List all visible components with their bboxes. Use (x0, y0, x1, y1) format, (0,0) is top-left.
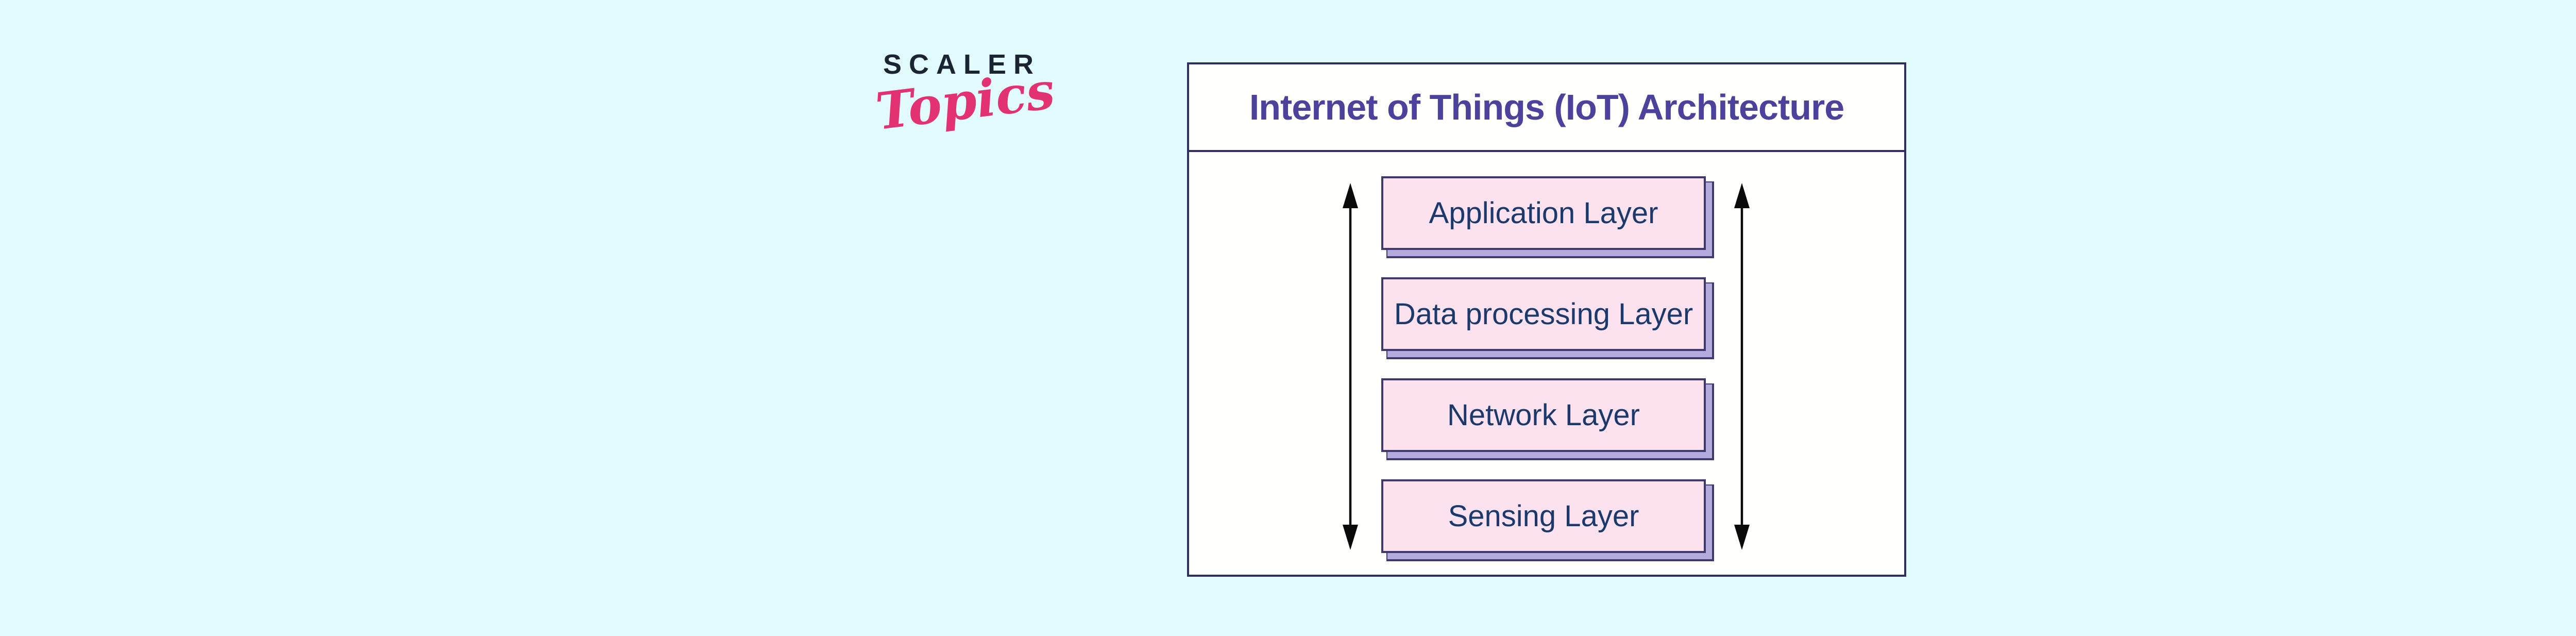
layer-box-sensing: Sensing Layer (1381, 479, 1706, 553)
iot-architecture-diagram: Internet of Things (IoT) Architecture Ap… (1187, 62, 1906, 577)
layer-box-application: Application Layer (1381, 176, 1706, 250)
diagram-body: Application Layer Data processing Layer … (1189, 152, 1904, 573)
left-double-arrow-icon (1343, 183, 1358, 550)
diagram-title: Internet of Things (IoT) Architecture (1249, 87, 1844, 127)
layer-label-network: Network Layer (1447, 398, 1640, 432)
logo-brand-text: SCALER (883, 49, 1041, 80)
layer-label-data-processing: Data processing Layer (1394, 297, 1693, 331)
layer-label-application: Application Layer (1429, 196, 1658, 230)
layer-box-data-processing: Data processing Layer (1381, 277, 1706, 351)
layer-box-network: Network Layer (1381, 378, 1706, 452)
scaler-topics-logo: SCALER Topics (873, 48, 1058, 142)
diagram-header: Internet of Things (IoT) Architecture (1189, 64, 1904, 152)
layer-label-sensing: Sensing Layer (1448, 499, 1639, 533)
right-double-arrow-icon (1734, 183, 1750, 550)
